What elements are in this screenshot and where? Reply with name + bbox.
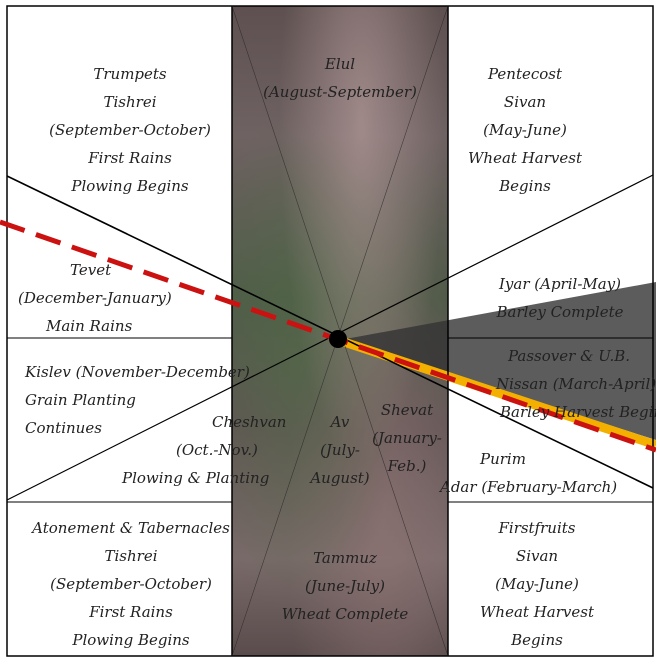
sector-kislev: Kislev (November-December) Grain Plantin… <box>25 358 250 442</box>
tammuz-activity: Wheat Complete <box>281 605 409 623</box>
tammuz-dates: (June-July) <box>305 577 385 595</box>
shevat-month: Shevat <box>380 401 434 419</box>
pentecost-harvest: Wheat Harvest <box>468 149 582 167</box>
elul-dates: (August-September) <box>263 83 417 101</box>
purim-month: Adar (February-March) <box>440 478 618 496</box>
hour-line-upper-left <box>6 175 654 489</box>
tevet-dates: (December-January) <box>18 289 172 307</box>
cheshvan-month: Cheshvan <box>212 413 287 431</box>
red-dashed-line <box>0 219 656 453</box>
kislev-month: Kislev (November-December) <box>25 363 250 381</box>
shadow-wedge <box>340 282 656 440</box>
sector-firstfruits: Firstfruits Sivan (May-June) Wheat Harve… <box>462 514 612 654</box>
av-dates: (July- <box>320 441 360 459</box>
iyar-month: Iyar (April-May) <box>498 275 622 293</box>
firstfruits-month: Sivan <box>515 547 559 565</box>
pentecost-activity: Begins <box>499 177 551 195</box>
kislev-activity-cont: Continues <box>25 419 102 437</box>
trumpets-feast: Trumpets <box>93 65 167 83</box>
av-dates-cont: August) <box>310 469 370 487</box>
shevat-dates-cont: Feb.) <box>387 457 427 475</box>
sector-passover: Passover & U.B. Nissan (March-April) Bar… <box>496 342 656 426</box>
av-month: Av <box>330 413 350 431</box>
shevat-dates: (January- <box>372 429 442 447</box>
purim-feast: Purim <box>480 450 526 468</box>
cheshvan-activity: Plowing & Planting <box>122 469 270 487</box>
passover-activity: Barley Harvest Begins <box>500 403 656 421</box>
passover-feast: Passover & U.B. <box>508 347 631 365</box>
sector-iyar: Iyar (April-May) Barley Complete <box>480 270 640 326</box>
firstfruits-activity: Begins <box>511 631 563 649</box>
sector-tammuz: Tammuz (June-July) Wheat Complete <box>270 544 420 628</box>
iyar-activity: Barley Complete <box>496 303 624 321</box>
sector-atonement: Atonement & Tabernacles Tishrei (Septemb… <box>25 514 237 654</box>
sector-av: Av (July- August) <box>300 408 380 492</box>
sector-trumpets: Trumpets Tishrei (September-October) Fir… <box>40 60 220 200</box>
atonement-dates: (September-October) <box>50 575 212 593</box>
trumpets-month: Tishrei <box>103 93 157 111</box>
atonement-activity: Plowing Begins <box>72 631 190 649</box>
trumpets-season: First Rains <box>88 149 172 167</box>
atonement-season: First Rains <box>89 603 173 621</box>
atonement-month: Tishrei <box>104 547 158 565</box>
passover-month: Nissan (March-April) <box>496 375 656 393</box>
pentecost-dates: (May-June) <box>483 121 567 139</box>
firstfruits-dates: (May-June) <box>495 575 579 593</box>
sector-cheshvan: Cheshvan (Oct.-Nov.) Plowing & Planting <box>122 408 287 492</box>
tevet-month: Tevet <box>70 261 112 279</box>
firstfruits-feast: Firstfruits <box>498 519 576 537</box>
gnomon-center <box>329 330 347 348</box>
pentecost-feast: Pentecost <box>487 65 563 83</box>
outer-frame <box>6 5 654 657</box>
trumpets-dates: (September-October) <box>49 121 211 139</box>
sector-elul: Elul (August-September) <box>262 50 418 106</box>
sector-shevat: Shevat (January- Feb.) <box>370 396 444 480</box>
atonement-feast: Atonement & Tabernacles <box>32 519 230 537</box>
cheshvan-dates: (Oct.-Nov.) <box>176 441 258 459</box>
pentecost-month: Sivan <box>503 93 547 111</box>
sector-tevet: Tevet (December-January) Main Rains <box>18 256 218 340</box>
elul-month: Elul <box>324 55 356 73</box>
sector-pentecost: Pentecost Sivan (May-June) Wheat Harvest… <box>450 60 600 200</box>
tammuz-month: Tammuz <box>313 549 377 567</box>
firstfruits-harvest: Wheat Harvest <box>480 603 594 621</box>
tevet-season: Main Rains <box>46 317 133 335</box>
trumpets-activity: Plowing Begins <box>71 177 189 195</box>
sector-purim: Purim Adar (February-March) <box>440 445 630 501</box>
kislev-activity: Grain Planting <box>25 391 136 409</box>
